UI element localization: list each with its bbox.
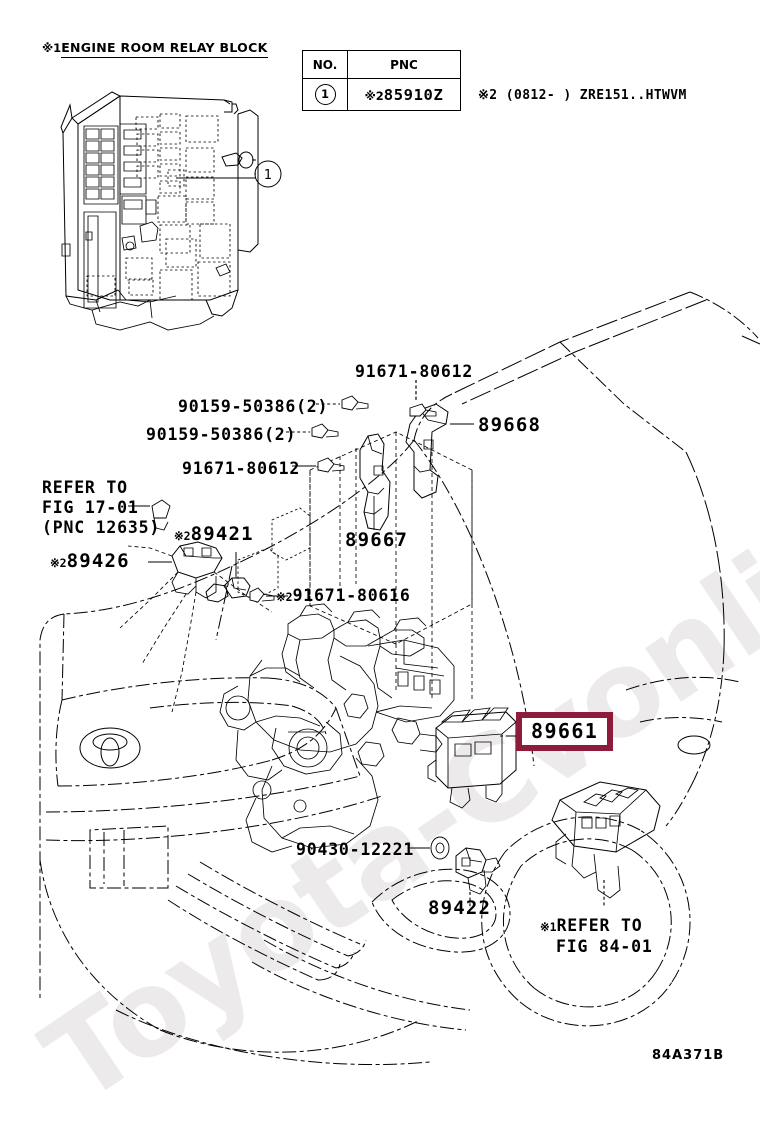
label-89668: 89668: [478, 414, 542, 436]
label-89421-mark: ※2: [174, 529, 191, 543]
refer-17-line1: REFER TO: [42, 478, 128, 497]
callout-circle-1: 1: [314, 84, 336, 105]
car-outline: [40, 292, 760, 1052]
label-90159-50386-a: 90159-50386(2): [178, 397, 329, 416]
relay-block-drawing: 1: [61, 92, 281, 330]
ecu-module: [428, 708, 524, 808]
svg-text:1: 1: [264, 168, 272, 183]
label-89661: 89661: [531, 719, 599, 743]
refer-17-line2: FIG 17-01: [42, 498, 139, 517]
relay-block-inset: [552, 782, 660, 898]
leader-lines: [128, 380, 604, 908]
label-89426-text: 89426: [66, 550, 130, 572]
label-91671-80612-top: 91671-80612: [355, 362, 474, 381]
label-89421-text: 89421: [190, 523, 254, 545]
refer-84-line1-text: REFER TO: [556, 916, 643, 935]
label-90430-12221: 90430-12221: [296, 840, 415, 859]
pnc-note: ※2 (0812- ) ZRE151..HTWVM: [478, 88, 687, 103]
diagram-code: 84A371B: [652, 1048, 725, 1063]
cowl-panels: [238, 432, 472, 700]
refer-84-line2: FIG 84-01: [556, 937, 653, 956]
cell-no: 1: [302, 78, 348, 111]
table-row: 1 ※285910Z: [302, 78, 461, 111]
label-89426-mark: ※2: [50, 556, 67, 570]
cell-pnc: ※285910Z: [347, 78, 461, 111]
refer-fig-84-01: ※1REFER TO FIG 84-01: [540, 916, 653, 957]
engine-assembly: [220, 604, 454, 852]
label-91671-80616: ※291671-80616: [276, 586, 411, 605]
relay-block-title-text: ENGINE ROOM RELAY BLOCK: [61, 40, 268, 58]
relay-block-title: ※1ENGINE ROOM RELAY BLOCK: [42, 40, 268, 58]
pnc-value: 85910Z: [383, 85, 444, 104]
front-fascia: [46, 566, 510, 1065]
label-90159-50386-b: 90159-50386(2): [146, 425, 297, 444]
label-89421: ※289421: [174, 523, 254, 545]
label-91671-80612-mid: 91671-80612: [182, 459, 301, 478]
refer-fig-17-01: REFER TO FIG 17-01 (PNC 12635): [42, 478, 160, 538]
pnc-mark: ※2: [364, 88, 384, 103]
refer-84-line1: ※1REFER TO: [540, 916, 653, 937]
pnc-table: NO. PNC 1 ※285910Z: [302, 50, 461, 111]
highlighted-part-89661[interactable]: 89661: [516, 712, 614, 751]
label-89422: 89422: [428, 897, 492, 919]
hood-latch-assembly: [120, 542, 272, 712]
relay-block-mark: ※1: [42, 41, 62, 55]
hood-brackets: [360, 404, 448, 530]
label-91671-80616-mark: ※2: [276, 590, 293, 604]
refer-17-line3: (PNC 12635): [42, 518, 161, 537]
column-header-no: NO.: [302, 50, 348, 79]
refer-84-mark: ※1: [540, 920, 557, 934]
label-91671-80616-text: 91671-80616: [292, 586, 411, 605]
label-89667: 89667: [345, 529, 409, 551]
label-89426: ※289426: [50, 550, 130, 572]
fasteners: [152, 380, 500, 894]
